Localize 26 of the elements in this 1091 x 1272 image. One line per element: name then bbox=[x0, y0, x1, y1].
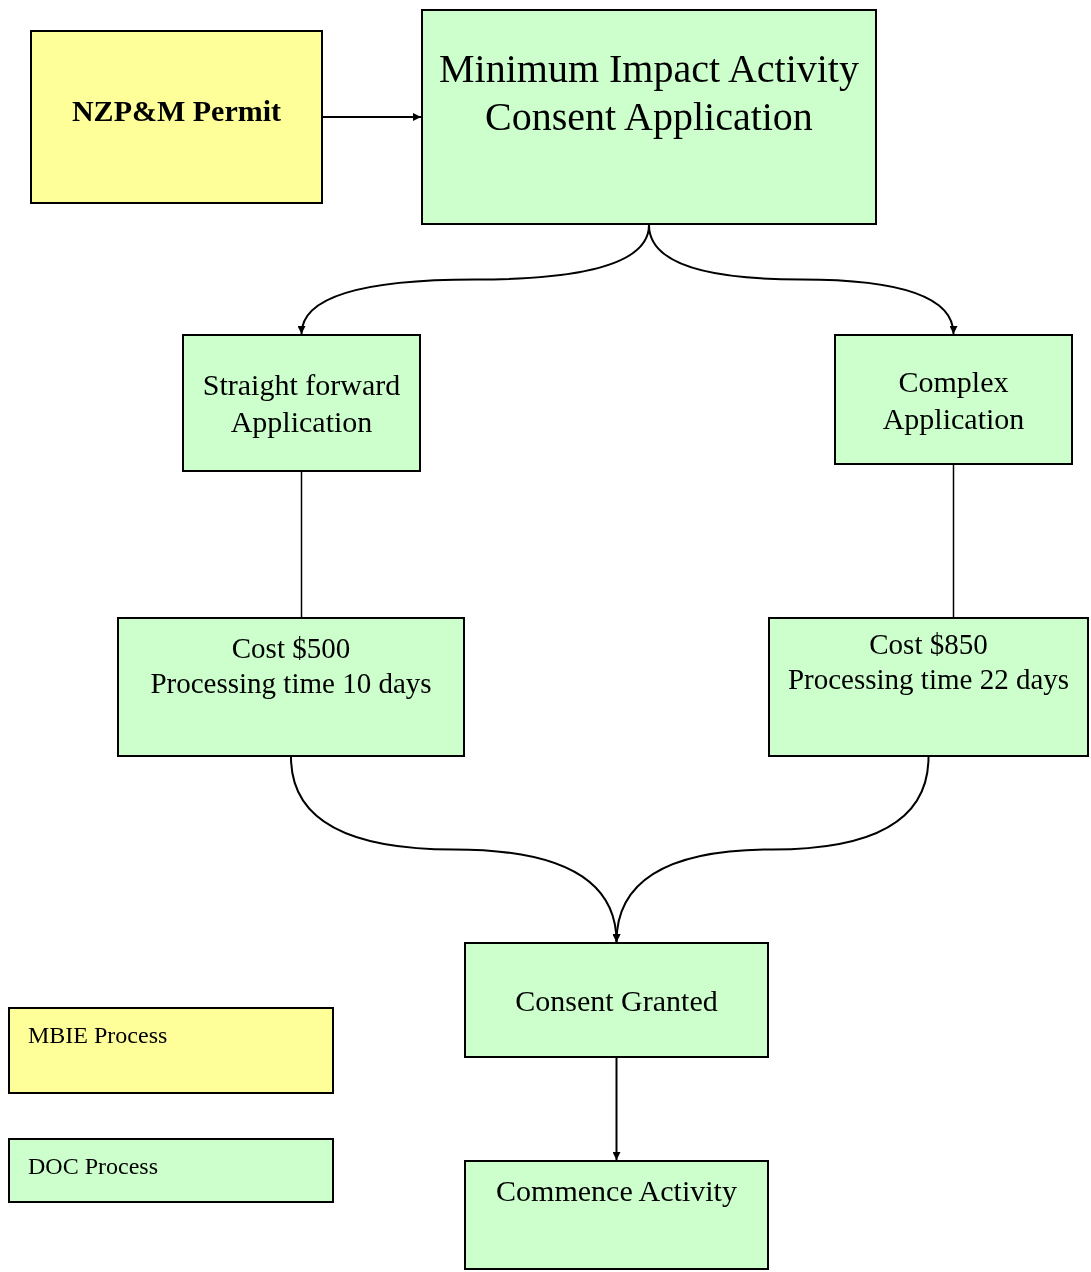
box-label: Cost $850 bbox=[869, 627, 988, 662]
arrow bbox=[612, 1057, 621, 1161]
legend-label: MBIE Process bbox=[28, 1022, 168, 1048]
process-box bbox=[182, 334, 421, 472]
process-box bbox=[117, 617, 465, 757]
box-label: Commence Activity bbox=[496, 1173, 737, 1209]
process-box bbox=[464, 1160, 769, 1270]
box-label: Cost $500 bbox=[231, 631, 351, 666]
connector-line bbox=[300, 471, 303, 618]
arrow bbox=[613, 756, 930, 943]
process-box bbox=[464, 942, 769, 1058]
process-box bbox=[421, 9, 877, 225]
box-label: Consent Granted bbox=[515, 983, 718, 1019]
box-label: NZP&M Permit bbox=[71, 93, 282, 129]
legend-label: DOC Process bbox=[28, 1153, 158, 1179]
connector-line bbox=[952, 464, 955, 618]
box-label: Minimum Impact Activity Consent Application bbox=[438, 45, 860, 141]
box-label: Processing time 10 days bbox=[150, 666, 432, 701]
box-label: Complex Application bbox=[881, 363, 1026, 437]
box-label: Processing time 22 days bbox=[787, 662, 1070, 697]
box-label: Straight forward Application bbox=[201, 367, 402, 440]
arrow bbox=[648, 224, 957, 335]
process-box bbox=[834, 334, 1073, 465]
process-box bbox=[768, 617, 1089, 757]
arrow bbox=[322, 113, 422, 121]
process-box bbox=[30, 30, 323, 204]
